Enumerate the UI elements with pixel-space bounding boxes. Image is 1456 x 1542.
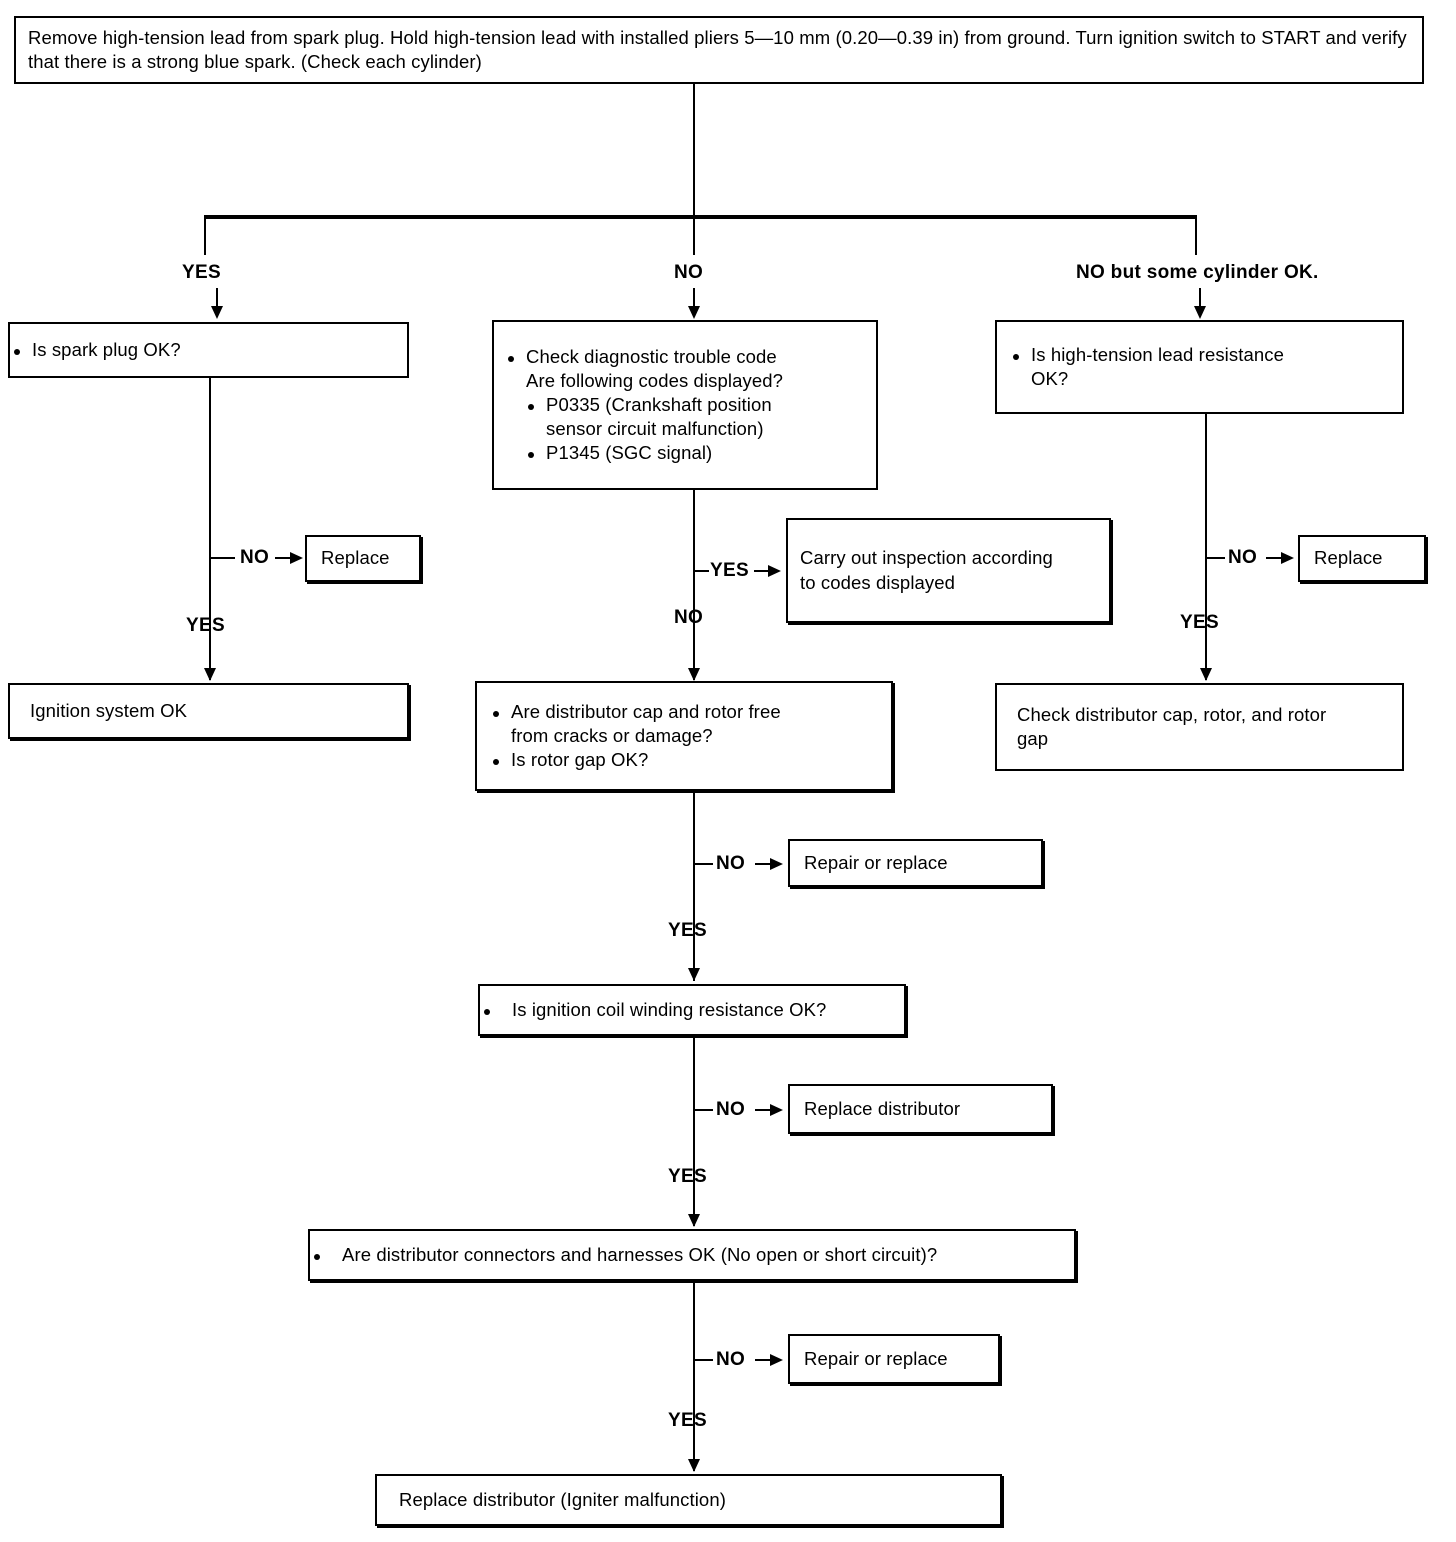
right-replace-box: Replace bbox=[1298, 535, 1426, 582]
center-no-arrow-4 bbox=[770, 1354, 783, 1366]
check-distributor-line2: gap bbox=[1017, 728, 1049, 749]
center-spine-4 bbox=[693, 1281, 695, 1471]
center-no-label-4: NO bbox=[716, 1349, 746, 1370]
right-no-label: NO bbox=[1228, 547, 1258, 568]
question-dtc-box: Check diagnostic trouble code Are follow… bbox=[492, 320, 878, 490]
right-no-connector bbox=[1266, 557, 1284, 559]
left-replace-text: Replace bbox=[321, 547, 390, 569]
branch-label-no-some: NO but some cylinder OK. bbox=[1076, 262, 1319, 283]
carry-out-inspection-line1: Carry out inspection according bbox=[800, 547, 1053, 569]
repair-or-replace-box-1: Repair or replace bbox=[788, 839, 1043, 887]
branch-drop-left-2 bbox=[216, 288, 218, 310]
final-replace-distributor-box: Replace distributor (Igniter malfunction… bbox=[375, 1474, 1002, 1526]
left-no-tick bbox=[211, 557, 235, 559]
left-no-arrow bbox=[290, 552, 303, 564]
question-ht-lead-box: Is high-tension lead resistance OK? bbox=[995, 320, 1404, 414]
start-box-text: Remove high-tension lead from spark plug… bbox=[28, 26, 1407, 72]
branch-drop-center bbox=[693, 215, 695, 255]
right-no-arrow bbox=[1281, 552, 1294, 564]
center-yes-tick-1 bbox=[695, 570, 709, 572]
right-spine bbox=[1205, 414, 1207, 680]
center-yes-connector-1 bbox=[754, 570, 772, 572]
center-spine-1 bbox=[693, 490, 695, 680]
left-no-connector bbox=[275, 557, 293, 559]
center-no-arrow-2 bbox=[770, 858, 783, 870]
final-replace-distributor-text: Replace distributor (Igniter malfunction… bbox=[399, 1488, 726, 1510]
branch-drop-left bbox=[204, 215, 206, 255]
branch-label-no: NO bbox=[674, 262, 704, 283]
left-yes-arrow bbox=[204, 668, 216, 681]
start-stem bbox=[693, 84, 695, 216]
center-no-label-2: NO bbox=[716, 853, 746, 874]
center-spine-2 bbox=[693, 791, 695, 981]
branch-drop-center-2 bbox=[693, 288, 695, 310]
center-no-tick-4 bbox=[695, 1359, 713, 1361]
right-no-tick bbox=[1207, 557, 1225, 559]
question-coil-box: Is ignition coil winding resistance OK? bbox=[478, 984, 906, 1036]
question-connectors-box: Are distributor connectors and harnesses… bbox=[308, 1229, 1076, 1281]
ignition-system-ok-text: Ignition system OK bbox=[30, 699, 188, 721]
repair-or-replace-text-2: Repair or replace bbox=[804, 1347, 948, 1369]
question-cap-rotor-line2: from cracks or damage? bbox=[511, 724, 713, 746]
center-no-label-1: NO bbox=[674, 607, 704, 628]
branch-label-yes: YES bbox=[182, 262, 221, 283]
right-yes-arrow bbox=[1200, 668, 1212, 681]
check-distributor-line1: Check distributor cap, rotor, and rotor bbox=[1017, 703, 1327, 725]
question-cap-rotor-line1: Are distributor cap and rotor free bbox=[511, 700, 781, 722]
start-box: Remove high-tension lead from spark plug… bbox=[14, 16, 1424, 84]
question-connectors-text: Are distributor connectors and harnesses… bbox=[342, 1243, 938, 1265]
center-no-tick-2 bbox=[695, 863, 713, 865]
dtc-code-1-line2: sensor circuit malfunction) bbox=[546, 418, 764, 440]
branch-arrow-right bbox=[1194, 306, 1206, 319]
branch-drop-right bbox=[1195, 215, 1197, 255]
center-yes-arrow-2 bbox=[688, 968, 700, 981]
left-spine bbox=[209, 378, 211, 680]
replace-distributor-text-1: Replace distributor bbox=[804, 1097, 961, 1119]
branch-arrow-left bbox=[211, 306, 223, 319]
question-ht-lead-line1: Is high-tension lead resistance bbox=[1031, 343, 1284, 365]
center-spine-3 bbox=[693, 1036, 695, 1226]
dtc-code-2: P1345 (SGC signal) bbox=[546, 442, 713, 464]
question-coil-text: Is ignition coil winding resistance OK? bbox=[512, 998, 827, 1020]
center-yes-label-1: YES bbox=[710, 560, 749, 581]
question-dtc-line1: Check diagnostic trouble code bbox=[526, 345, 777, 367]
question-cap-rotor-box: Are distributor cap and rotor free from … bbox=[475, 681, 893, 791]
right-replace-text: Replace bbox=[1314, 547, 1383, 569]
center-yes-label-4: YES bbox=[668, 1410, 707, 1431]
repair-or-replace-text-1: Repair or replace bbox=[804, 851, 948, 873]
center-no-arrow-3 bbox=[770, 1104, 783, 1116]
left-yes-label: YES bbox=[186, 615, 225, 636]
question-ht-lead-line2: OK? bbox=[1031, 368, 1069, 389]
replace-distributor-box-1: Replace distributor bbox=[788, 1084, 1053, 1134]
question-rotor-gap-text: Is rotor gap OK? bbox=[511, 749, 649, 771]
center-yes-label-3: YES bbox=[668, 1166, 707, 1187]
center-yes-label-2: YES bbox=[668, 920, 707, 941]
question-dtc-line2: Are following codes displayed? bbox=[526, 369, 784, 391]
left-replace-box: Replace bbox=[305, 535, 421, 582]
check-distributor-box: Check distributor cap, rotor, and rotor … bbox=[995, 683, 1404, 771]
question-spark-plug-box: Is spark plug OK? bbox=[8, 322, 409, 378]
repair-or-replace-box-2: Repair or replace bbox=[788, 1334, 1000, 1384]
branch-arrow-center bbox=[688, 306, 700, 319]
center-no-connector-3 bbox=[755, 1109, 773, 1111]
center-yes-arrow-3 bbox=[688, 1214, 700, 1227]
ignition-system-ok-box: Ignition system OK bbox=[8, 683, 409, 739]
branch-bus bbox=[204, 215, 1197, 219]
dtc-code-1-line1: P0335 (Crankshaft position bbox=[546, 393, 772, 415]
center-no-label-3: NO bbox=[716, 1099, 746, 1120]
center-no-connector-4 bbox=[755, 1359, 773, 1361]
center-no-arrow-1 bbox=[688, 668, 700, 681]
carry-out-inspection-line2: to codes displayed bbox=[800, 571, 956, 593]
left-no-label: NO bbox=[240, 547, 270, 568]
question-spark-plug-text: Is spark plug OK? bbox=[10, 338, 407, 362]
center-no-connector-2 bbox=[755, 863, 773, 865]
branch-drop-right-2 bbox=[1199, 288, 1201, 310]
right-yes-label: YES bbox=[1180, 612, 1219, 633]
carry-out-inspection-box: Carry out inspection according to codes … bbox=[786, 518, 1111, 623]
center-no-tick-3 bbox=[695, 1109, 713, 1111]
center-yes-arrow-4 bbox=[688, 1459, 700, 1472]
center-yes-arrow-1 bbox=[768, 565, 781, 577]
